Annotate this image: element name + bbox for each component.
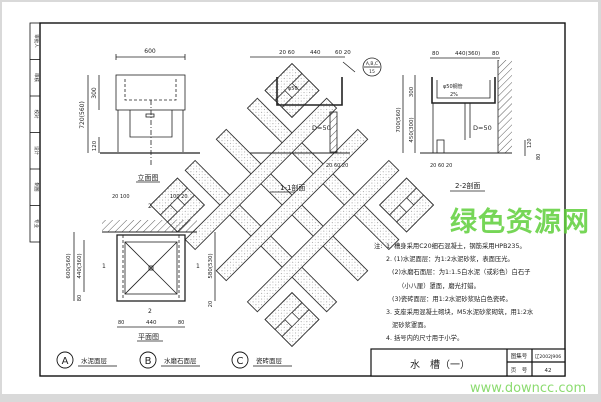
side-strip-cell: 审批人 [33, 34, 40, 48]
plan-bottom-mid: 440 [146, 320, 157, 326]
knot-band [246, 159, 400, 313]
section-1-title: 1-1剖面 [280, 183, 305, 192]
s2-thickness: D=50 [473, 124, 492, 132]
legend-letter: C [237, 356, 244, 367]
elevation-view [87, 54, 200, 183]
atlas-label: 图集号 [511, 352, 528, 360]
legend-letter: B [145, 356, 152, 367]
s2-right-dim-1: 120 [527, 138, 533, 148]
s2-slope: 2% [450, 92, 458, 98]
side-strip-cell: 专业 [33, 219, 40, 228]
s2-pipe: φ50钢管 [443, 83, 463, 90]
drawing-page: 审批人审核校对设计制图专业 600 720(560) 300 120 立面图 2… [2, 2, 598, 396]
note-line: 泥砂浆罩面。 [386, 322, 430, 330]
knot-band [184, 97, 338, 251]
note-line: （小八厘）罩面，磨光打蜡。 [386, 282, 480, 290]
finish-legend: A 水泥面层 B 水磨石面层 C 瓷砖面层 [56, 351, 292, 369]
plan-bottom-left: 80 [118, 320, 124, 326]
legend-label: 水磨石面层 [164, 356, 197, 365]
plan-right-total: 580(530) [208, 253, 214, 278]
s1-thickness: D=50 [312, 124, 331, 132]
plan-dim-top-left: 20 100 [112, 194, 130, 200]
s1-dim-bottom: 20 60 20 [326, 163, 348, 169]
drawing-title: 水 槽（一） [410, 358, 470, 371]
s2-height: 700(560) [396, 107, 402, 132]
s1-callout-bottom: 15 [369, 69, 375, 75]
page-value: 42 [545, 368, 552, 374]
plan-left-total: 600(560) [66, 253, 72, 278]
legend-label: 瓷砖面层 [256, 356, 283, 365]
elevation-upper-dim: 300 [91, 87, 98, 99]
note-line: (3)瓷砖面层：用1:2水泥砂浆贴白色瓷砖。 [386, 295, 512, 303]
plan-left-mid: 440(360) [77, 253, 83, 278]
plan-cut-2-top: 2 [148, 203, 152, 210]
s2-dim-right: 80 [492, 51, 499, 57]
s2-right-dim-2: 80 [536, 154, 542, 160]
s2-lower: 450(300) [409, 117, 415, 142]
s1-dim-left: 20 60 [279, 50, 295, 56]
legend-marker [139, 351, 157, 369]
plan-bottom-right: 80 [178, 320, 184, 326]
section-1-1 [250, 56, 382, 193]
knot-band [215, 128, 369, 282]
section-2-title: 2-2剖面 [455, 181, 480, 190]
plan-right-end: 20 [208, 301, 214, 307]
side-strip-cell: 制图 [33, 183, 40, 192]
plan-left-end: 80 [77, 295, 83, 301]
section-2-2 [402, 57, 526, 192]
plan-title: 平面图 [138, 333, 159, 341]
elevation-height: 720(560) [79, 101, 86, 129]
plan-dim-top-right: 100 20 [170, 194, 188, 200]
knot-pattern-section [149, 62, 435, 348]
note-line: 2. (1)水泥面层：为1:2水泥砂浆，表面压光。 [386, 256, 514, 264]
s2-upper: 300 [409, 86, 415, 97]
note-line: (2)水磨石面层：为1:1.5白水泥（或彩色）白石子 [386, 269, 531, 277]
s2-dim-mid: 440(360) [455, 51, 480, 57]
elevation-title: 立面图 [138, 173, 159, 182]
watermark-brand: 绿色资源网 [450, 207, 590, 238]
side-strip-cell: 校对 [33, 110, 40, 119]
legend-marker [231, 351, 249, 369]
legend-label: 水泥面层 [81, 356, 108, 365]
legend-letter: A [62, 356, 69, 367]
note-line: 4. 括号内的尺寸用于小学。 [386, 335, 464, 343]
plan-cut-1-right: 1 [196, 263, 200, 270]
plan-view [73, 220, 216, 342]
watermark-url: www.downcc.com [470, 381, 587, 396]
atlas-value: 辽2002J906 [535, 353, 561, 360]
notes-heading: 注: [374, 243, 383, 250]
note-line: 1. 槽身采用C20细石混凝土，钢筋采用HPB235。 [386, 243, 526, 250]
page-label: 页 号 [511, 367, 528, 374]
s1-pipe: φ50 [288, 86, 298, 92]
s2-dim-left: 80 [432, 51, 439, 57]
s1-callout-top: A,B,C [366, 61, 378, 67]
s2-dim-bottom: 20 60 20 [430, 163, 452, 169]
legend-marker [56, 351, 74, 369]
s1-dim-mid: 440 [310, 50, 321, 56]
side-strip-cell: 审核 [33, 73, 40, 82]
elevation-width: 600 [144, 48, 156, 55]
title-block [370, 348, 566, 377]
plan-cut-1-left: 1 [102, 263, 106, 270]
note-line: 3. 支座采用混凝土砌块，M5水泥砂浆砌筑，用1:2水 [386, 309, 534, 316]
s1-dim-right: 60 20 [335, 50, 351, 56]
side-strip-cell: 设计 [33, 146, 40, 155]
elevation-lower-dim: 120 [92, 140, 98, 151]
plan-cut-2-bottom: 2 [148, 308, 152, 315]
